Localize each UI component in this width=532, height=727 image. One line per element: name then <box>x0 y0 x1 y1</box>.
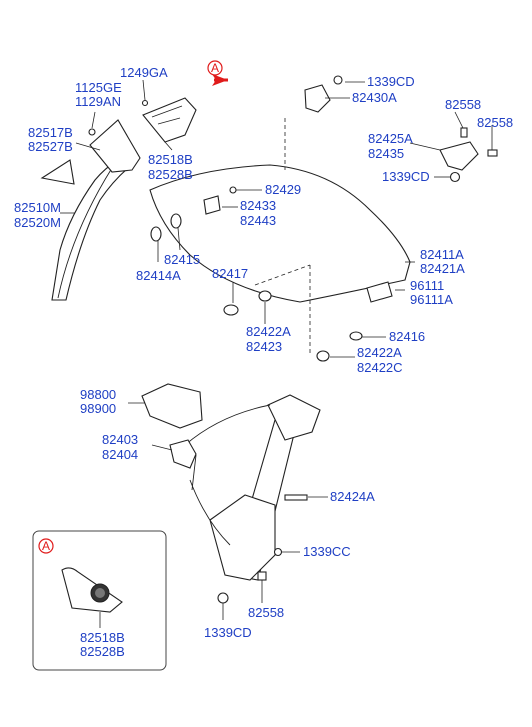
run-channel-inner <box>57 167 113 299</box>
callout-82422C: 82422C <box>357 360 403 375</box>
callout-82422A-b: 82422A <box>357 345 402 360</box>
nut-1339CD-b <box>449 171 461 183</box>
callout-82435: 82435 <box>368 146 404 161</box>
callout-82424A: 82424A <box>330 489 375 504</box>
callout-82422A-a: 82422A <box>246 324 291 339</box>
callout-82417: 82417 <box>212 266 248 281</box>
bolt-82558-c <box>257 571 267 581</box>
callout-1339CD-c: 1339CD <box>204 625 252 640</box>
clip-82433 <box>203 195 221 215</box>
callout-82520M: 82520M <box>14 215 61 230</box>
detail-callout-82518B: 82518B <box>80 630 125 645</box>
holder-82416 <box>349 331 363 341</box>
quarter-window-frame <box>89 119 141 173</box>
detail-callout-82528B: 82528B <box>80 644 125 659</box>
callout-82528B: 82528B <box>148 167 193 182</box>
callout-82429: 82429 <box>265 182 301 197</box>
callout-82518B: 82518B <box>148 152 193 167</box>
bolt-82558-a <box>460 127 468 138</box>
detail-inset: A 82518B 82528B <box>32 530 167 671</box>
callout-82414A: 82414A <box>136 268 181 283</box>
callout-82404: 82404 <box>102 447 138 462</box>
callout-96111: 96111 <box>410 278 444 293</box>
nut-1339CD-a <box>333 75 343 85</box>
callout-82558-b: 82558 <box>477 115 513 130</box>
ref-marker-circle <box>207 60 223 76</box>
callout-82517B: 82517B <box>28 125 73 140</box>
callout-82415: 82415 <box>164 252 200 267</box>
callout-82423: 82423 <box>246 339 282 354</box>
holder-82422A <box>258 290 272 302</box>
callout-1339CD-b: 1339CD <box>382 169 430 184</box>
callout-98800: 98800 <box>80 387 116 402</box>
washer-82414A <box>150 226 162 242</box>
regulator-cable <box>184 404 271 546</box>
callout-1125GE: 1125GE <box>75 80 122 95</box>
callout-82558-c: 82558 <box>248 605 284 620</box>
callout-82416: 82416 <box>389 329 425 344</box>
bolt-82558-b <box>487 149 498 157</box>
ref-marker-letter: A <box>211 61 219 75</box>
holder-82422C <box>316 350 330 362</box>
callout-98900: 98900 <box>80 401 116 416</box>
callout-1249GA: 1249GA <box>120 65 168 80</box>
callout-82558-a: 82558 <box>445 97 481 112</box>
callout-82421A: 82421A <box>420 261 465 276</box>
pulley-82403 <box>169 439 197 469</box>
motor-98800 <box>141 383 203 429</box>
delta-bracket-detail <box>151 105 183 125</box>
detail-speaker-center <box>95 588 105 598</box>
washer-82415 <box>170 213 182 229</box>
callout-82425A: 82425A <box>368 131 413 146</box>
callout-labels: 1249GA 1125GE 1129AN 82517B 82527B 82518… <box>14 65 513 640</box>
bolt-1125GE <box>88 128 96 136</box>
pin-82429 <box>229 186 237 194</box>
delta-mirror-bracket <box>142 97 197 143</box>
callout-82430A: 82430A <box>352 90 397 105</box>
bracket-82430A <box>304 84 331 113</box>
callout-82527B: 82527B <box>28 139 73 154</box>
callout-1129AN: 1129AN <box>75 94 121 109</box>
bolt-82424A <box>284 494 308 501</box>
leader-lines <box>60 79 493 620</box>
callout-82443: 82443 <box>240 213 276 228</box>
nut-1339CC <box>273 547 283 557</box>
screw-1249GA <box>141 99 149 107</box>
regulator-lower-plate <box>209 494 276 581</box>
bracket-82425A <box>439 141 479 171</box>
glass-dashed-line-3 <box>254 264 311 286</box>
callout-82510M: 82510M <box>14 200 61 215</box>
door-glass-label-sticker <box>366 281 393 303</box>
nut-1339CD-c <box>217 592 229 604</box>
callout-82403: 82403 <box>102 432 138 447</box>
callout-96111A: 96111A <box>410 292 453 307</box>
callout-1339CC: 1339CC <box>303 544 351 559</box>
callout-82433: 82433 <box>240 198 276 213</box>
detail-ref-letter: A <box>42 539 50 553</box>
detail-ref-circle <box>38 538 54 554</box>
regulator-upper-plate <box>267 394 321 441</box>
quarter-triangle-glass <box>40 159 75 185</box>
callout-1339CD-a: 1339CD <box>367 74 415 89</box>
bushing-82417 <box>223 304 239 316</box>
callout-82411A: 82411A <box>420 247 464 262</box>
